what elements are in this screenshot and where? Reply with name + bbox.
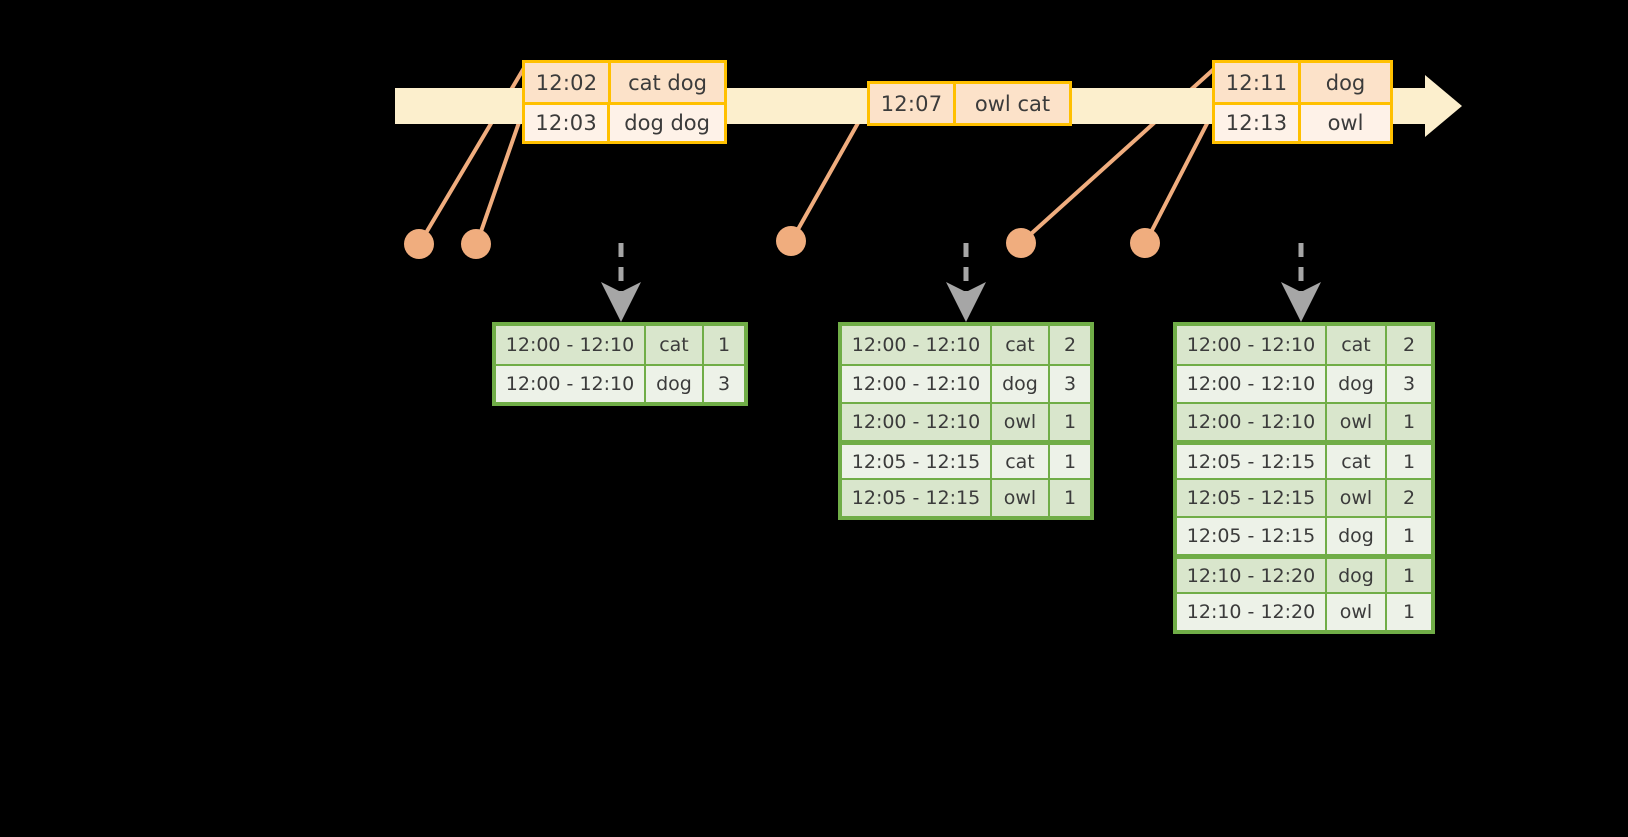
key-cell: dog [646,366,704,402]
event-words: owl [1327,111,1364,135]
window-cell: 12:00 - 12:10 [1177,366,1327,402]
result-table-3: 12:00 - 12:10 cat 2 12:00 - 12:10 dog 3 … [1173,322,1435,634]
key-cell: cat [646,326,704,364]
key-cell: dog [1327,559,1387,592]
marker-1207 [776,226,806,256]
event-words: dog [1325,70,1366,95]
marker-1202 [404,229,434,259]
window-cell: 12:05 - 12:15 [1177,445,1327,478]
event-time: 12:07 [870,84,956,123]
marker-1203 [461,229,491,259]
event-row[interactable]: 12:11 dog [1215,63,1390,102]
window-cell: 12:10 - 12:20 [1177,594,1327,630]
key-cell: cat [1327,326,1387,364]
event-row[interactable]: 12:02 cat dog [525,63,724,102]
window-cell: 12:00 - 12:10 [1177,404,1327,440]
count-cell: 2 [1402,334,1416,356]
window-cell: 12:00 - 12:10 [842,366,992,402]
event-group-2[interactable]: 12:07 owl cat [867,81,1072,126]
leader-line-1213 [1144,106,1217,244]
table-row: 12:10 - 12:20 owl 1 [1177,592,1431,630]
table-row: 12:05 - 12:15 cat 1 [842,440,1090,478]
table-row: 12:00 - 12:10 dog 3 [842,364,1090,402]
table-row: 12:00 - 12:10 cat 2 [842,326,1090,364]
count-cell: 2 [1063,334,1077,356]
window-cell: 12:00 - 12:10 [1177,326,1327,364]
leader-line-1203 [475,106,526,245]
count-cell: 1 [1402,601,1416,623]
key-cell: owl [1327,404,1387,440]
count-cell: 1 [1402,450,1416,473]
key-cell: cat [992,326,1050,364]
key-cell: dog [1327,366,1387,402]
table-row: 12:05 - 12:15 dog 1 [1177,516,1431,554]
table-row: 12:10 - 12:20 dog 1 [1177,554,1431,592]
result-table-1: 12:00 - 12:10 cat 1 12:00 - 12:10 dog 3 [492,322,748,406]
window-cell: 12:05 - 12:15 [1177,518,1327,554]
window-cell: 12:05 - 12:15 [842,480,992,516]
window-cell: 12:00 - 12:10 [842,404,992,440]
key-cell: owl [992,404,1050,440]
event-time: 12:13 [1215,105,1301,141]
count-cell: 3 [1402,373,1416,395]
count-cell: 3 [717,373,731,395]
table-row: 12:00 - 12:10 dog 3 [496,364,744,402]
count-cell: 3 [1063,373,1077,395]
event-group-3[interactable]: 12:11 dog 12:13 owl [1212,60,1393,144]
result-table-2: 12:00 - 12:10 cat 2 12:00 - 12:10 dog 3 … [838,322,1094,520]
key-cell: owl [1327,594,1387,630]
event-row[interactable]: 12:13 owl [1215,102,1390,141]
timeline-arrow-neck [1425,88,1431,124]
event-time: 12:03 [525,105,611,141]
timeline-arrow-head [1425,75,1462,137]
window-cell: 12:05 - 12:15 [1177,480,1327,516]
count-cell: 1 [1063,487,1077,509]
table-row: 12:05 - 12:15 owl 1 [842,478,1090,516]
window-cell: 12:05 - 12:15 [842,445,992,478]
count-cell: 1 [1063,450,1077,473]
count-cell: 2 [1402,487,1416,509]
key-cell: cat [1327,445,1387,478]
marker-1211 [1006,228,1036,258]
table-row: 12:00 - 12:10 dog 3 [1177,364,1431,402]
event-row[interactable]: 12:07 owl cat [870,84,1069,123]
event-words: cat dog [628,70,707,95]
count-cell: 1 [1063,411,1077,433]
key-cell: dog [992,366,1050,402]
event-row[interactable]: 12:03 dog dog [525,102,724,141]
table-row: 12:05 - 12:15 owl 2 [1177,478,1431,516]
marker-1213 [1130,228,1160,258]
event-group-1[interactable]: 12:02 cat dog 12:03 dog dog [522,60,727,144]
count-cell: 1 [1402,564,1416,587]
event-words: dog dog [624,111,710,135]
event-words: owl cat [974,91,1051,116]
window-cell: 12:00 - 12:10 [842,326,992,364]
key-cell: owl [992,480,1050,516]
table-row: 12:05 - 12:15 cat 1 [1177,440,1431,478]
key-cell: owl [1327,480,1387,516]
count-cell: 1 [717,334,731,356]
table-row: 12:00 - 12:10 owl 1 [842,402,1090,440]
count-cell: 1 [1402,411,1416,433]
table-row: 12:00 - 12:10 cat 2 [1177,326,1431,364]
window-cell: 12:10 - 12:20 [1177,559,1327,592]
event-time: 12:02 [525,63,611,102]
window-cell: 12:00 - 12:10 [496,326,646,364]
table-row: 12:00 - 12:10 owl 1 [1177,402,1431,440]
count-cell: 1 [1402,525,1416,547]
window-cell: 12:00 - 12:10 [496,366,646,402]
key-cell: cat [992,445,1050,478]
table-row: 12:00 - 12:10 cat 1 [496,326,744,364]
key-cell: dog [1327,518,1387,554]
event-time: 12:11 [1215,63,1301,102]
